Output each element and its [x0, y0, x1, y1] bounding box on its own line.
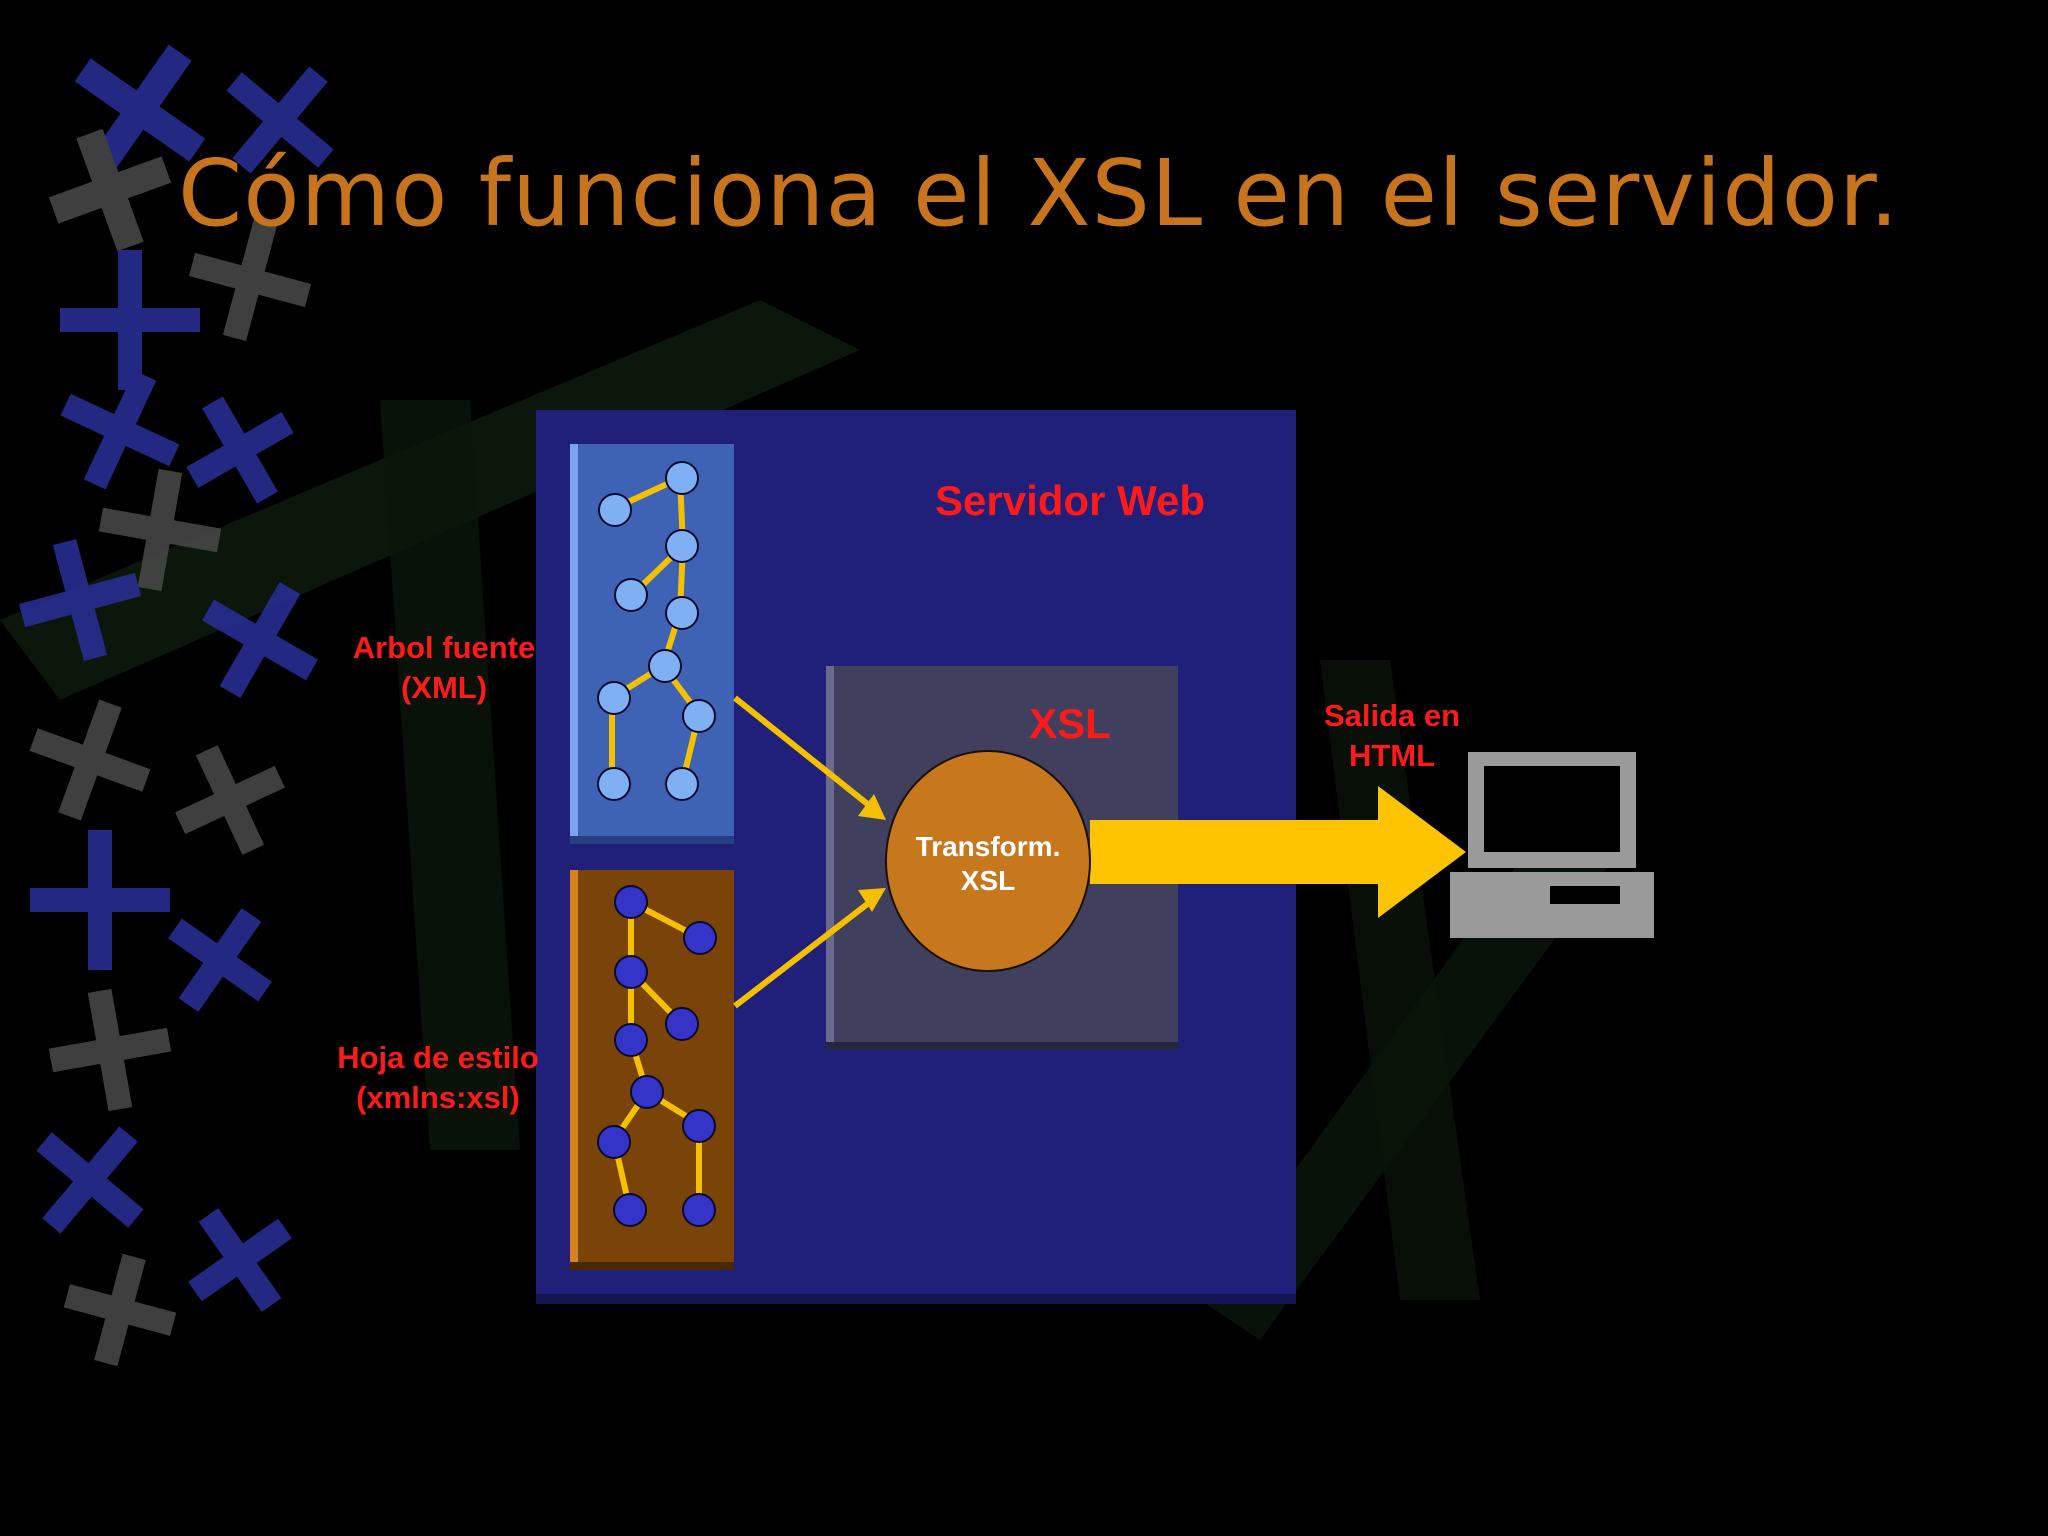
tree-node	[683, 921, 717, 955]
tree-node	[614, 885, 648, 919]
tree-node	[665, 1007, 699, 1041]
xsl-to-transform-arrow	[733, 899, 872, 1009]
slide-title: Cómo funciona el XSL en el servidor.	[178, 140, 1900, 247]
output-label-line2: HTML	[1349, 738, 1435, 773]
xml-to-transform-arrow	[733, 695, 872, 809]
transform-label-line2: XSL	[961, 865, 1015, 896]
tree-node	[648, 649, 682, 683]
tree-node	[682, 1193, 716, 1227]
server-label: Servidor Web	[935, 477, 1205, 524]
source-tree-label-line1: Arbol fuente	[353, 630, 536, 665]
transform-label-line1: Transform.	[916, 831, 1061, 862]
background-decoration	[0, 44, 1620, 1367]
xsl-box-label: XSL	[1029, 700, 1111, 747]
tree-node	[597, 767, 631, 801]
computer-icon	[1450, 752, 1654, 938]
source-tree-label-line2: (XML)	[401, 670, 487, 705]
tree-node	[614, 578, 648, 612]
tree-node	[665, 461, 699, 495]
tree-node	[682, 1109, 716, 1143]
tree-node	[614, 1023, 648, 1057]
tree-node	[630, 1075, 664, 1109]
tree-node	[682, 699, 716, 733]
tree-node	[614, 955, 648, 989]
tree-node	[665, 596, 699, 630]
stylesheet-label-line1: Hoja de estilo	[337, 1040, 539, 1075]
output-arrow	[1090, 786, 1466, 918]
stylesheet-panel	[570, 870, 734, 1270]
xsl-tree-nodes	[597, 885, 717, 1227]
tree-node	[665, 529, 699, 563]
decorative-x-pattern	[18, 44, 334, 1367]
transform-node: Transform. XSL	[885, 750, 1091, 972]
output-label-line1: Salida en	[1324, 698, 1460, 733]
input-arrows	[733, 695, 886, 1009]
tree-node	[597, 1125, 631, 1159]
tree-node	[665, 767, 699, 801]
tree-node	[613, 1193, 647, 1227]
source-tree-panel	[570, 444, 734, 844]
tree-node	[598, 493, 632, 527]
stylesheet-label-line2: (xmlns:xsl)	[356, 1080, 520, 1115]
xml-tree-nodes	[597, 461, 716, 801]
tree-node	[597, 681, 631, 715]
